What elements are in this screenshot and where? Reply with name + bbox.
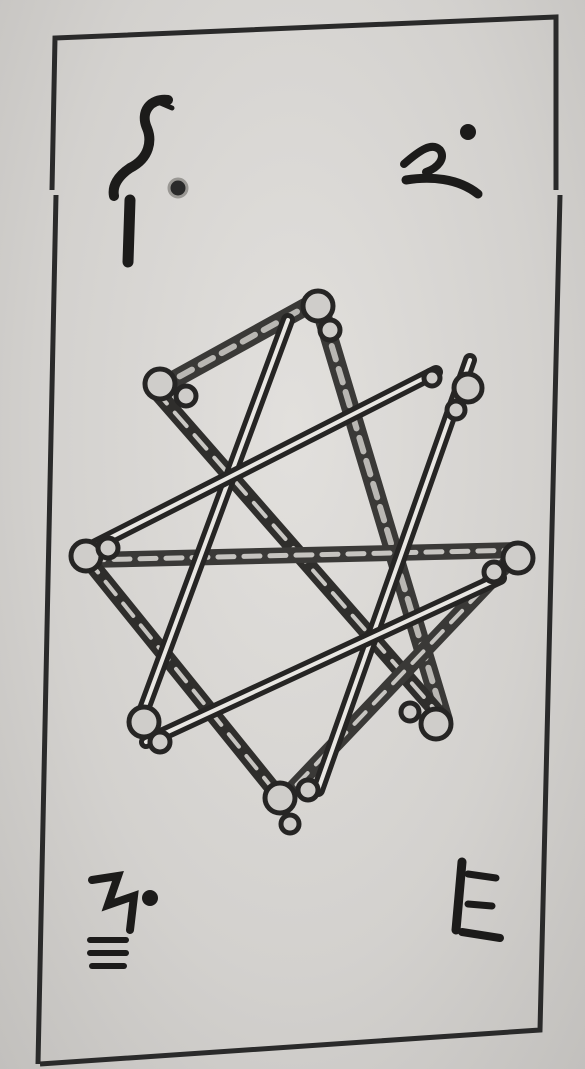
three-stroke-glyph-icon [456, 862, 500, 938]
triangle-a [155, 300, 444, 720]
ligature-glyph-with-dot-icon [404, 124, 478, 194]
hexagram-of-interlaced-rods-icon [71, 291, 533, 833]
glyph-with-dot-and-bars-icon [90, 876, 158, 966]
bird-glyph-with-dot-icon [114, 100, 187, 262]
